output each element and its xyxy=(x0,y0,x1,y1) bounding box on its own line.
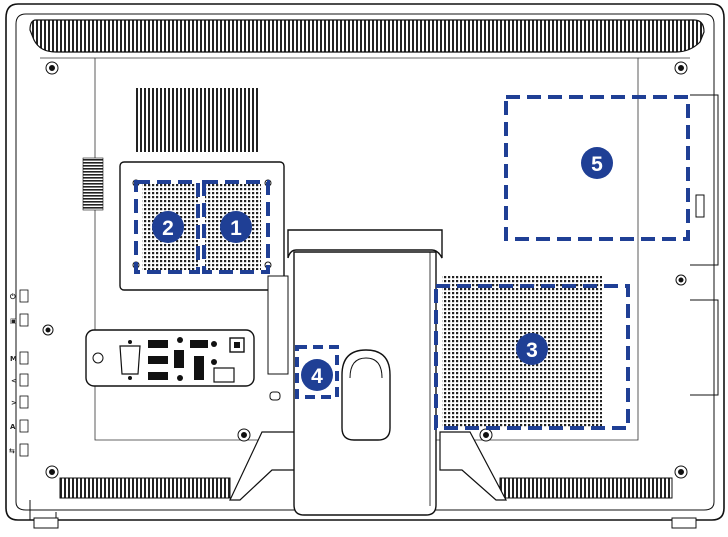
callout-badge-1: 1 xyxy=(220,211,252,243)
svg-text:⇆: ⇆ xyxy=(9,447,15,455)
svg-text:4: 4 xyxy=(311,365,323,388)
left-vent xyxy=(83,158,103,210)
svg-text:M: M xyxy=(10,355,17,363)
svg-text:A: A xyxy=(10,423,16,431)
callout-badge-3: 3 xyxy=(516,333,548,365)
callout-badge-4: 4 xyxy=(301,359,333,391)
callout-badge-2: 2 xyxy=(152,211,184,243)
svg-text:>: > xyxy=(11,399,17,407)
io-panel xyxy=(86,330,254,386)
svg-text:5: 5 xyxy=(591,153,603,176)
svg-text:2: 2 xyxy=(162,217,174,240)
usb-port xyxy=(190,340,208,348)
vga-port xyxy=(120,346,140,374)
usb-port xyxy=(148,356,168,364)
lan-port xyxy=(214,368,234,382)
callout-badge-5: 5 xyxy=(581,147,613,179)
upper-vent xyxy=(136,88,258,152)
hdmi-port xyxy=(194,356,204,380)
usb-port xyxy=(148,340,168,348)
svg-text:<: < xyxy=(11,377,17,385)
hdmi-port xyxy=(174,350,184,368)
usb-port xyxy=(148,372,168,380)
svg-text:▣: ▣ xyxy=(10,317,17,325)
svg-text:⏻: ⏻ xyxy=(10,293,16,301)
stand-bracket xyxy=(268,276,288,374)
cable-hole xyxy=(342,350,390,440)
top-vent xyxy=(30,20,704,52)
svg-text:1: 1 xyxy=(230,217,242,240)
svg-text:3: 3 xyxy=(526,339,538,362)
